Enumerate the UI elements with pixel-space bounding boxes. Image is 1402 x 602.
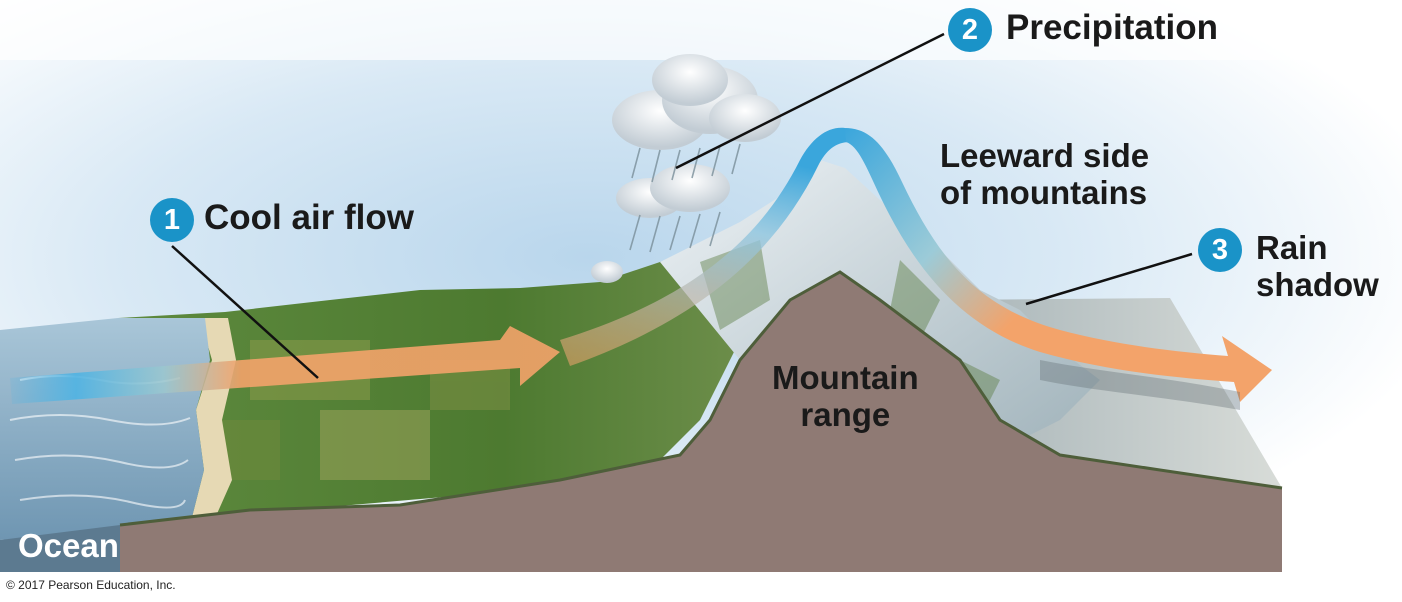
cool-air-flow-arrow [10,326,560,404]
cool-air-flow-label: Cool air flow [204,198,414,237]
rain-shadow-line-2: shadow [1256,265,1379,303]
leeward-side-line-2: of mountains [940,173,1148,211]
mountain-range-line-2: range [800,395,891,433]
leader-line-precipitation [675,32,945,170]
descending-air-arrow [845,128,1272,402]
rain-shadow-label: Rain shadow [1256,229,1379,304]
leader-line-rain-shadow [1025,252,1193,306]
leader-line-cool-air [171,245,319,379]
step-2-badge: 2 [948,8,992,52]
ocean-label: Ocean [18,527,119,564]
rain-streaks [629,143,741,253]
rain-clouds [591,54,781,283]
rain-shadow-line-1: Rain [1256,229,1328,266]
rain-shadow-haze [1040,360,1240,410]
mountain-range-label: Mountain range [772,359,919,434]
mountain-cross-section [120,272,1282,572]
leeward-side-line-1: Leeward side [940,137,1150,174]
copyright-notice: © 2017 Pearson Education, Inc. [6,578,176,592]
rising-air-arrow [560,127,850,366]
mountain-range-line-1: Mountain [772,359,919,396]
leeward-side-label: Leeward side of mountains [940,137,1150,212]
step-3-badge: 3 [1198,228,1242,272]
precipitation-label: Precipitation [1006,8,1218,47]
ocean-cross-section [0,525,120,572]
step-1-badge: 1 [150,198,194,242]
